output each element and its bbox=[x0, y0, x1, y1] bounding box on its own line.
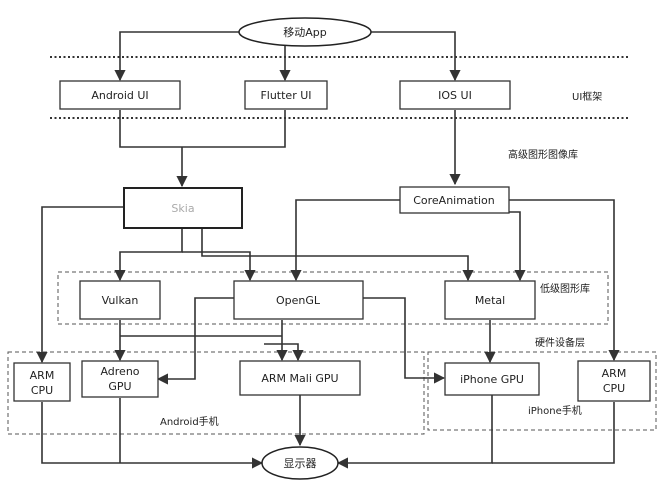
node-display: 显示器 bbox=[261, 446, 339, 480]
core-animation-label: CoreAnimation bbox=[413, 194, 495, 207]
node-skia: Skia bbox=[123, 187, 243, 229]
node-adreno-gpu: Adreno GPU bbox=[81, 360, 159, 398]
iphone-group bbox=[427, 351, 657, 431]
node-iphone-gpu: iPhone GPU bbox=[444, 362, 540, 396]
node-opengl: OpenGL bbox=[233, 280, 364, 320]
arm-cpu-iphone-line2: CPU bbox=[603, 382, 625, 395]
display-label: 显示器 bbox=[284, 457, 317, 470]
node-arm-mali-gpu: ARM Mali GPU bbox=[239, 360, 361, 396]
layer-hardware-label: 硬件设备层 bbox=[535, 336, 585, 349]
edge-skia-arm-cpu bbox=[36, 206, 124, 364]
node-flutter-ui: Flutter UI bbox=[244, 80, 328, 110]
skia-label: Skia bbox=[171, 202, 194, 215]
node-mobile-app: 移动App bbox=[238, 17, 372, 47]
iphone-gpu-label: iPhone GPU bbox=[460, 373, 524, 386]
edge-android-flutter-join bbox=[119, 110, 286, 148]
low-level-graphics-group bbox=[57, 271, 609, 325]
node-android-ui: Android UI bbox=[59, 80, 181, 110]
arm-cpu-android-line1: ARM bbox=[30, 369, 55, 382]
android-ui-label: Android UI bbox=[91, 89, 148, 102]
android-phone-label: Android手机 bbox=[160, 415, 219, 428]
metal-label: Metal bbox=[475, 294, 505, 307]
edge-opengl-adreno bbox=[156, 297, 234, 385]
edge-iphonegpu-display bbox=[336, 395, 493, 469]
arm-mali-gpu-label: ARM Mali GPU bbox=[261, 372, 338, 385]
vulkan-label: Vulkan bbox=[102, 294, 139, 307]
edge-app-android bbox=[114, 31, 240, 82]
edge-iphonecpu-display bbox=[492, 402, 615, 464]
layer-low-level-label: 低级图形库 bbox=[540, 282, 590, 295]
mobile-app-label: 移动App bbox=[283, 26, 327, 39]
edge-opengl-iphone-gpu bbox=[363, 297, 446, 384]
node-metal: Metal bbox=[444, 280, 536, 320]
edge-opengl-mali-2 bbox=[264, 343, 304, 362]
layer-high-level-label: 高级图形图像库 bbox=[508, 148, 578, 161]
adreno-gpu-line2: GPU bbox=[108, 380, 131, 393]
node-core-animation: CoreAnimation bbox=[399, 186, 510, 214]
edge-skia-opengl bbox=[182, 251, 256, 282]
layer-ui-framework-label: UI框架 bbox=[572, 90, 602, 103]
edge-armcpu-display bbox=[41, 402, 264, 469]
edge-app-ios bbox=[370, 31, 461, 82]
android-phone-group bbox=[7, 351, 425, 435]
arm-cpu-iphone-line1: ARM bbox=[602, 367, 627, 380]
opengl-label: OpenGL bbox=[276, 294, 321, 307]
edge-skia-vulkan bbox=[114, 229, 183, 282]
node-vulkan: Vulkan bbox=[79, 280, 161, 320]
edge-coreanimation-metal bbox=[498, 211, 526, 282]
adreno-gpu-line1: Adreno bbox=[100, 365, 139, 378]
ios-ui-label: IOS UI bbox=[438, 89, 472, 102]
edges bbox=[36, 31, 620, 469]
iphone-label: iPhone手机 bbox=[528, 404, 582, 417]
arm-cpu-android-line2: CPU bbox=[31, 384, 53, 397]
edge-coreanimation-opengl bbox=[290, 199, 400, 282]
node-arm-cpu-android: ARM CPU bbox=[13, 362, 71, 402]
edge-coreanimation-arm-cpu bbox=[509, 199, 620, 362]
node-arm-cpu-iphone: ARM CPU bbox=[577, 360, 651, 402]
flutter-ui-label: Flutter UI bbox=[260, 89, 311, 102]
edge-skia-metal bbox=[201, 229, 474, 282]
node-ios-ui: IOS UI bbox=[399, 80, 511, 110]
